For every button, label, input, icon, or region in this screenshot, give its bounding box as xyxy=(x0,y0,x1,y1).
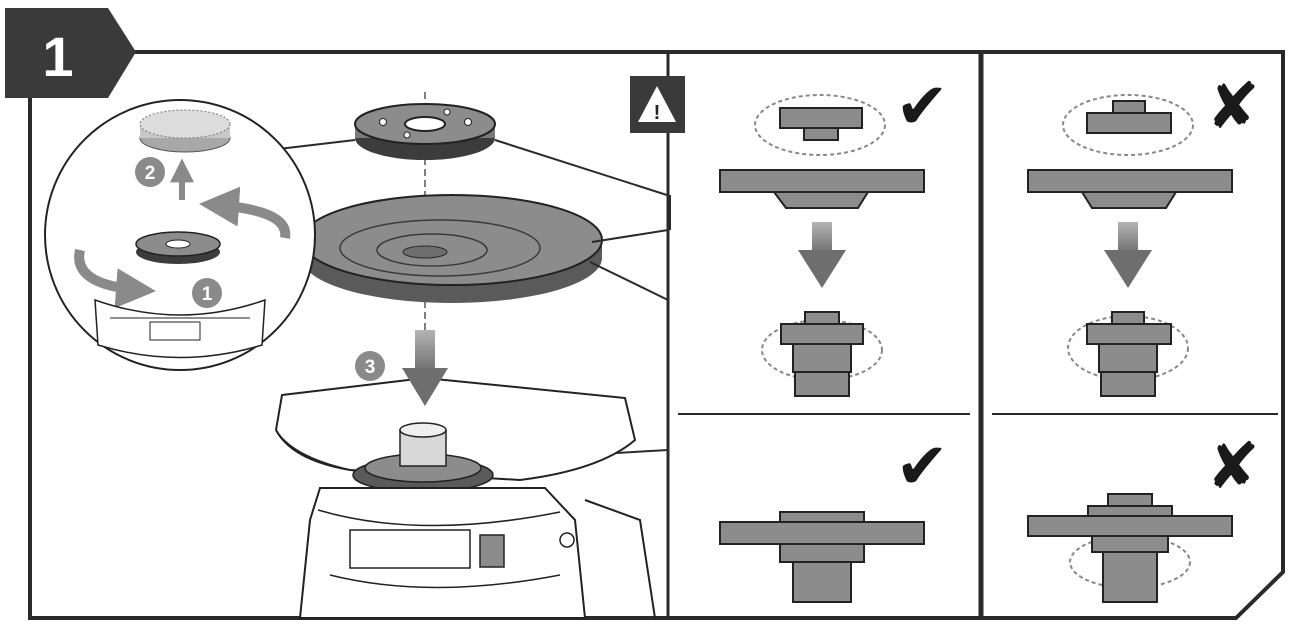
warning-symbol: ! xyxy=(654,102,661,124)
abrasive-pad xyxy=(139,109,231,153)
step-tab: 1 xyxy=(5,8,136,98)
detail-circle xyxy=(44,99,316,371)
panel-top-middle-correct: ✔ xyxy=(719,70,949,397)
callout-2: 2 xyxy=(135,157,165,187)
svg-text:1: 1 xyxy=(202,284,213,305)
diagram-frame xyxy=(28,50,1285,620)
down-arrow xyxy=(402,330,448,406)
grinder-assembly-illustration xyxy=(269,92,671,619)
cross-icon: ✘ xyxy=(1206,430,1260,504)
step-number: 1 xyxy=(42,25,73,88)
clamping-nut xyxy=(354,103,496,160)
panel-bottom-right-incorrect: ✘ xyxy=(1027,430,1260,603)
callout-1: 1 xyxy=(192,278,222,308)
panel-bottom-middle-correct: ✔ xyxy=(719,430,949,603)
warning-icon: ! xyxy=(630,76,685,133)
svg-text:3: 3 xyxy=(365,357,376,378)
grinding-disc xyxy=(301,194,603,303)
panel-top-right-incorrect: ✘ xyxy=(1027,70,1260,397)
check-icon: ✔ xyxy=(895,70,949,144)
callout-3: 3 xyxy=(355,351,385,381)
cross-icon: ✘ xyxy=(1206,70,1260,144)
svg-text:2: 2 xyxy=(145,163,156,184)
check-icon: ✔ xyxy=(895,430,949,504)
